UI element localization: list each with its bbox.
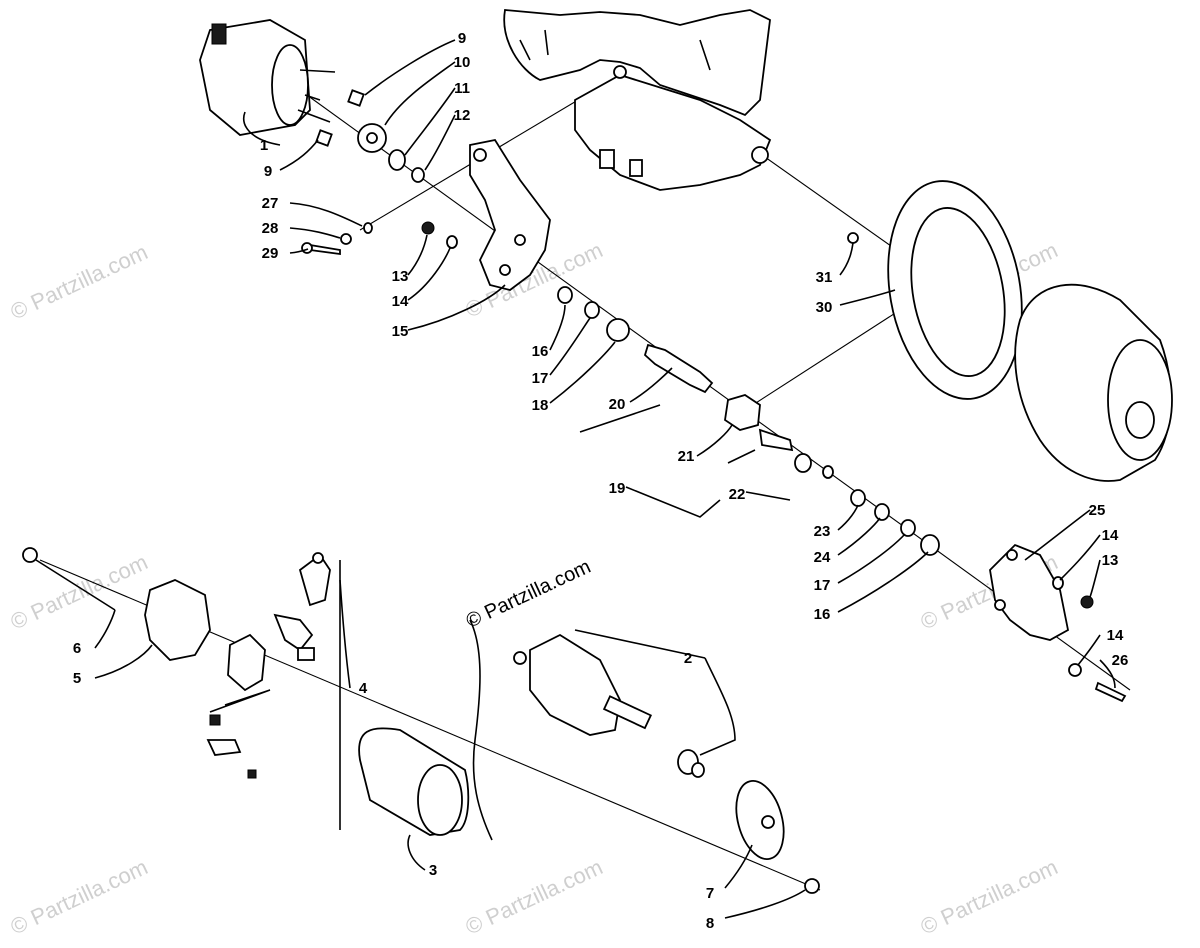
clip-part-12 [411,167,425,183]
part-label: 22 [729,486,746,503]
part-label: 15 [392,323,409,340]
part-label: 8 [706,915,714,932]
part-label: 12 [454,107,471,124]
bushing-part-16 [557,286,573,304]
bolt-part-26 [1094,681,1127,703]
brush-plate [227,633,266,692]
nut-part-9 [347,89,365,107]
part-label: 25 [1089,502,1106,519]
part-label: 7 [706,885,714,902]
watermark: © Partzilla.com [7,239,152,324]
end-housing [989,543,1127,703]
starter-motor [199,19,336,136]
hardware-cluster-top [301,89,458,256]
part-label: 16 [532,343,549,360]
part-label: 14 [1102,527,1119,544]
part-label: 20 [609,396,626,413]
nut-part-13 [1080,595,1094,609]
shaft-part-20 [643,343,714,394]
leader-lines [94,39,1116,919]
part-number-labels: 1 2 3 4 5 6 7 8 9 9 10 11 12 13 13 14 14… [73,30,1129,932]
washer-part-27 [363,222,373,234]
gear-part-18 [606,318,630,342]
copyright-text: © Partzilla.com [463,556,594,633]
plate-part-7 [735,780,785,860]
washer-part-28 [340,233,352,245]
part-label: 3 [429,862,437,879]
part-label: 28 [262,220,279,237]
washer-part-17 [584,301,600,319]
part-label: 18 [532,397,549,414]
sprocket-assembly [847,180,1173,482]
washer-part-17 [900,519,916,537]
motor-yoke [358,727,470,836]
part-label: 13 [1102,552,1119,569]
watermark: © Partzilla.com [917,854,1062,939]
mounting-bracket [469,138,551,291]
nut-part-9 [315,129,333,147]
part-label: 1 [260,137,268,154]
engine-block [503,9,772,191]
part-label: 19 [609,480,626,497]
part-label: 11 [454,80,470,97]
armature [513,633,705,778]
watermark: © Partzilla.com [462,854,607,939]
part-label: 24 [814,549,831,566]
part-label: 10 [454,54,471,71]
part-label: 5 [73,670,81,687]
part-label: 27 [262,195,279,212]
washer-part-24 [874,503,890,521]
drive-parts [557,286,940,556]
part-label: 17 [532,370,549,387]
part-label: 13 [392,268,409,285]
part-label: 9 [458,30,466,47]
part-label: 16 [814,606,831,623]
motor-end-parts [22,547,341,830]
end-cap-part-5 [144,579,211,661]
part-label: 14 [392,293,409,310]
washer-part-14 [446,235,458,249]
bolt-part-29 [309,243,341,256]
watermark: © Partzilla.com [7,854,152,939]
bolt-part-6 [22,547,38,563]
part-label: 31 [816,269,833,286]
part-label: 30 [816,299,833,316]
part-label: 9 [264,163,272,180]
washer-part-11 [388,149,406,171]
spring-part-22 [758,428,794,452]
part-label: 29 [262,245,279,262]
part-label: 6 [73,640,81,657]
part-label: 4 [359,680,368,697]
part-label: 17 [814,577,831,594]
bushing-part-16 [920,534,940,556]
part-label: 23 [814,523,831,540]
washer-part-14 [1068,663,1082,677]
bolt-part-31 [847,232,859,244]
part-label: 26 [1112,652,1129,669]
part-label: 14 [1107,627,1124,644]
part-label: 21 [678,448,695,465]
washer-part-23 [850,489,866,507]
pinion-part-21 [724,394,761,431]
nut-part-8 [804,878,820,894]
end-plate [735,780,820,894]
part-label: 2 [684,650,692,667]
nut-part-13 [421,221,435,235]
